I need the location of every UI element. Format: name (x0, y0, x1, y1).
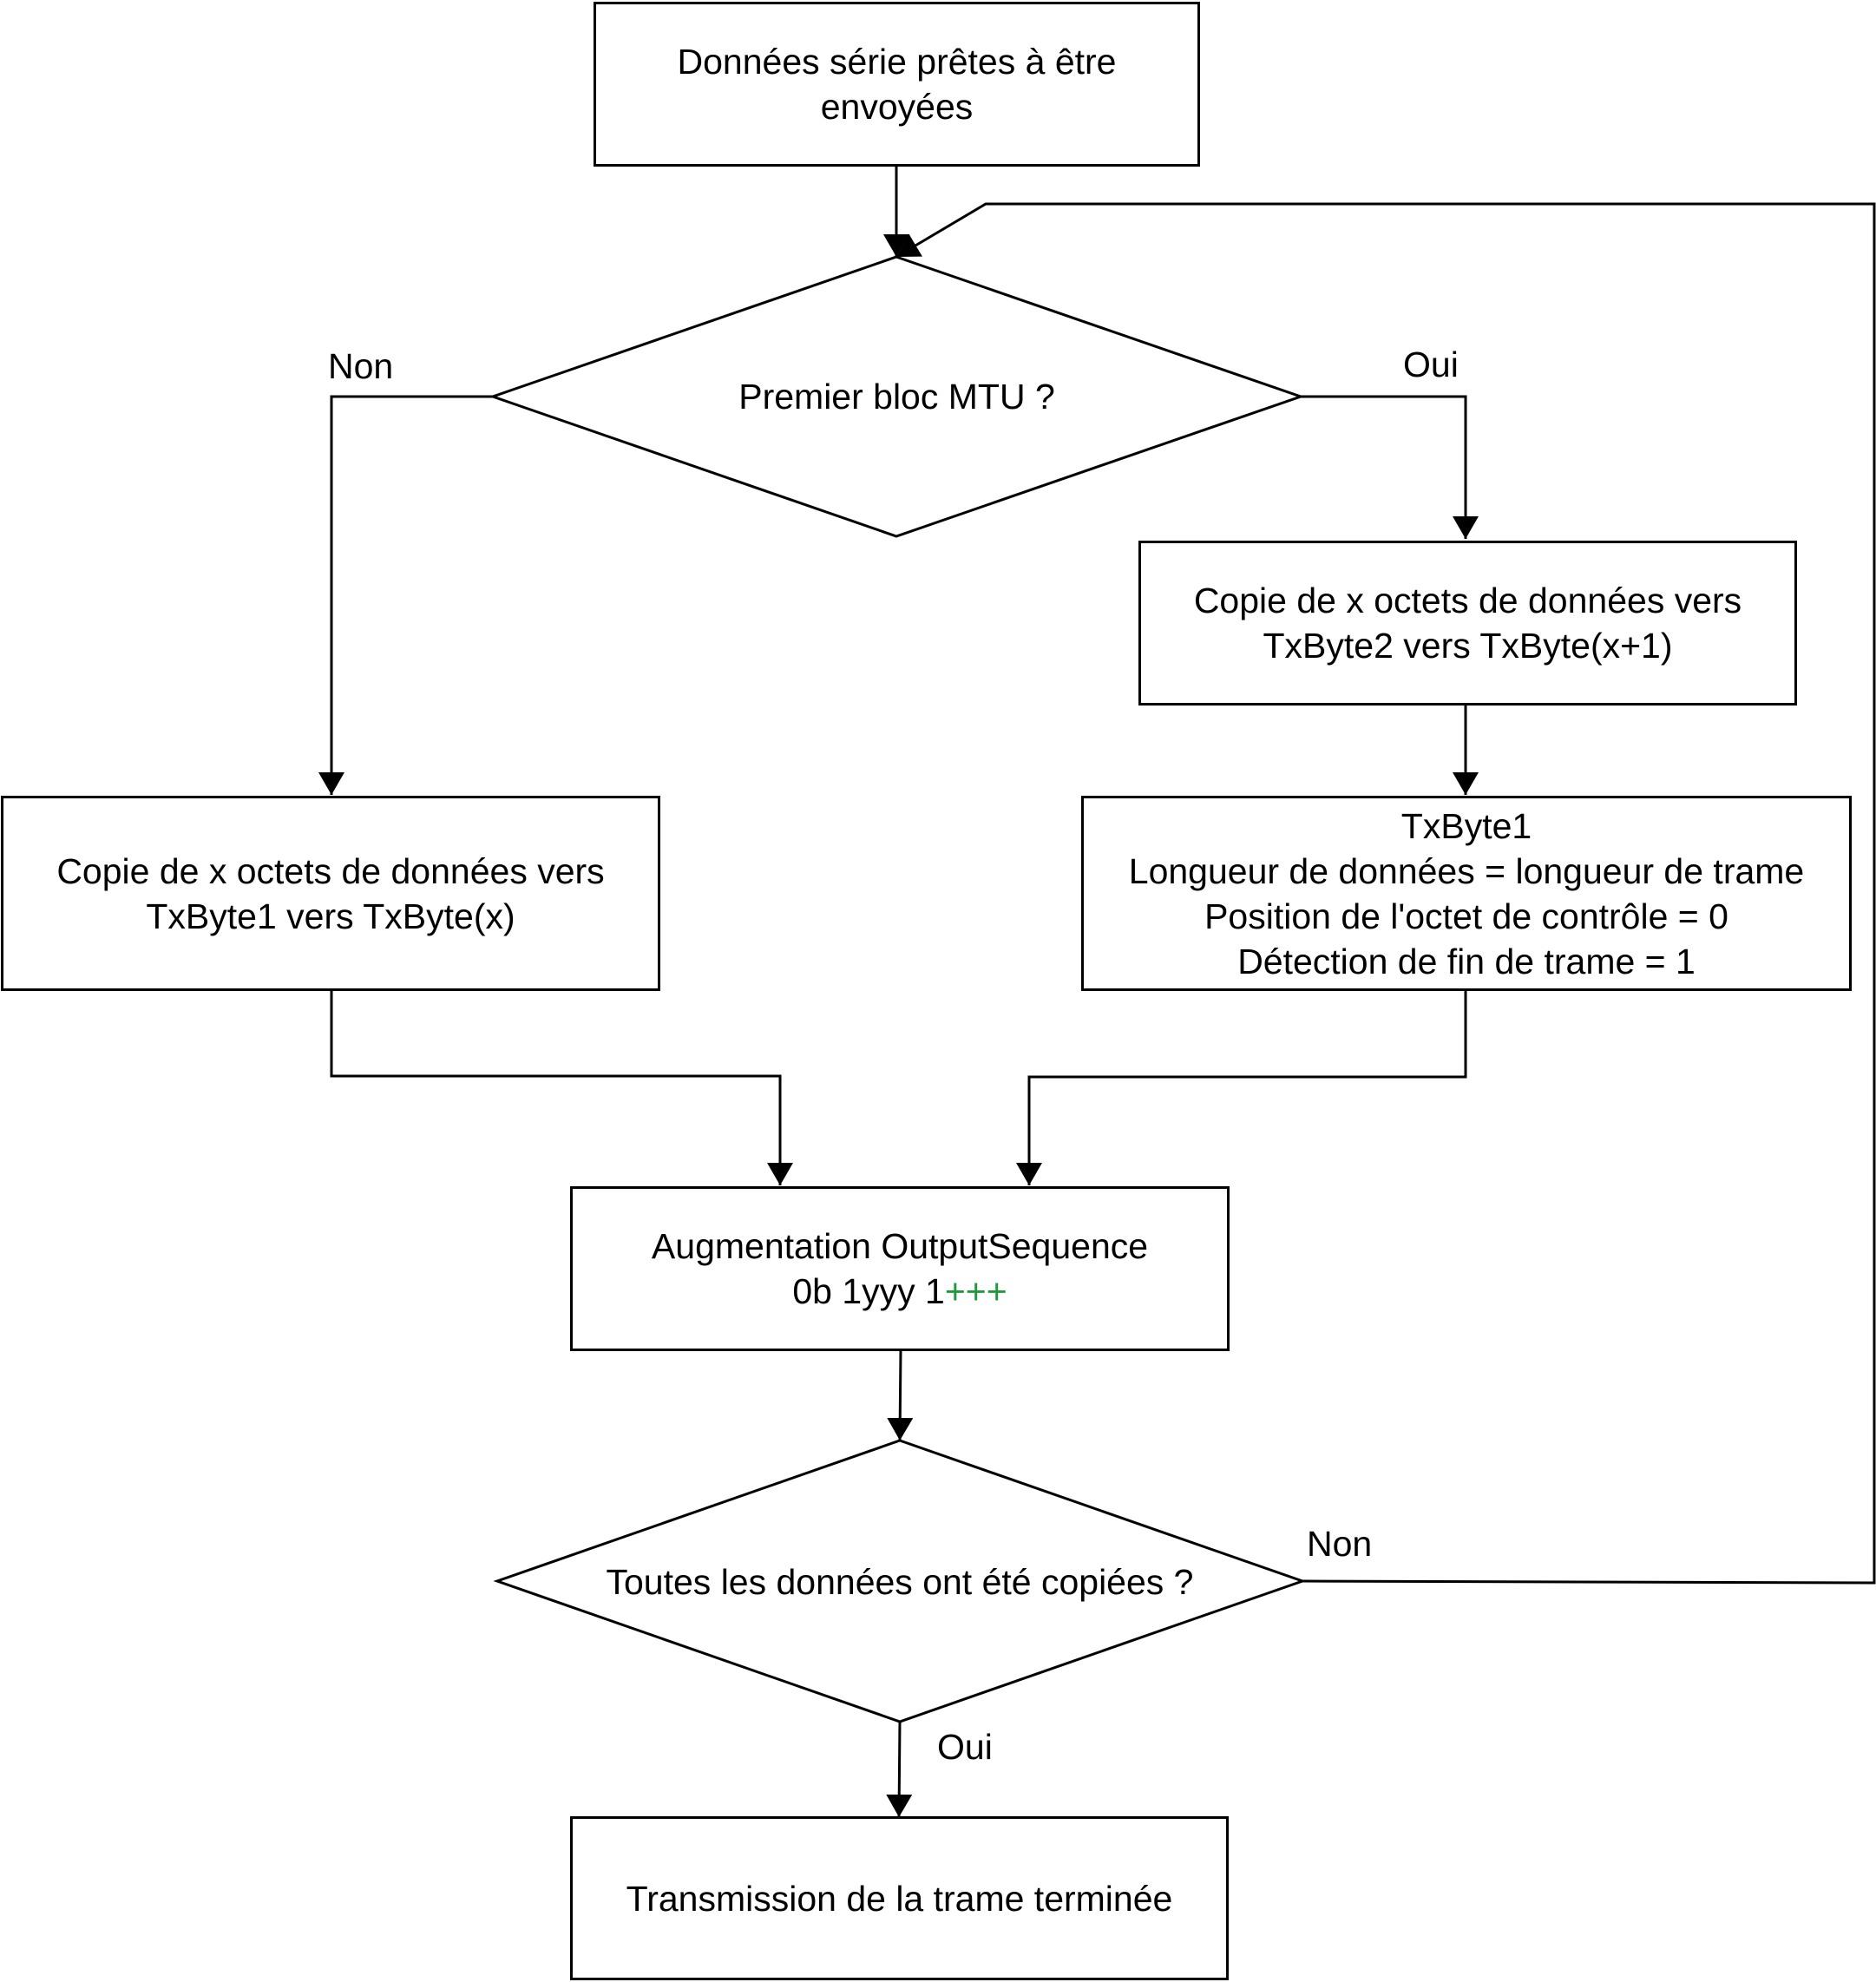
increment-line-1: Augmentation OutputSequence (651, 1226, 1149, 1266)
end-box: Transmission de la trame terminée (570, 1816, 1229, 1980)
start-line-1: Données série prêtes à être (677, 42, 1117, 82)
start-line-2: envoyées (820, 87, 974, 127)
end-text: Transmission de la trame terminée (626, 1878, 1173, 1919)
connector-first-block-yes (1301, 395, 1479, 539)
copy-other-line-1: Copie de x octets de données vers (56, 850, 605, 891)
connector-increment-to-decision (887, 1349, 914, 1441)
copy-first-box: Copie de x octets de données vers TxByte… (1138, 541, 1797, 706)
copy-other-line-2: TxByte1 vers TxByte(x) (146, 896, 515, 936)
txbyte1-setup-line-3: Position de l'octet de contrôle = 0 (1204, 896, 1728, 936)
increment-sequence: 0b 1yyy 1 (792, 1271, 945, 1311)
connector-copy-other-to-increment (330, 989, 793, 1185)
decision-all-copied-text: Toutes les données ont été copiées ? (606, 1561, 1194, 1602)
decision-first-block-shape (489, 255, 1305, 538)
label-first-block-no: Non (328, 346, 394, 386)
increment-line-2: 0b 1yyy 1+++ (792, 1269, 1007, 1314)
label-all-copied-no: Non (1307, 1524, 1373, 1564)
label-all-copied-yes: Oui (937, 1727, 993, 1767)
connector-all-copied-yes (886, 1721, 913, 1818)
txbyte1-setup-line-1: TxByte1 (1400, 805, 1532, 846)
start-box: Données série prêtes à être envoyées (594, 2, 1200, 167)
connector-all-copied-no-loop (895, 202, 1876, 1585)
copy-first-line-1: Copie de x octets de données vers (1193, 581, 1742, 620)
txbyte1-setup-box: TxByte1 Longueur de données = longueur d… (1081, 796, 1852, 991)
decision-first-block-text: Premier bloc MTU ? (738, 376, 1055, 417)
connector-first-block-no (318, 395, 493, 795)
connector-txbyte1-to-increment (1016, 989, 1467, 1185)
increment-plus-marks: +++ (944, 1271, 1007, 1311)
label-first-block-yes: Oui (1403, 345, 1459, 384)
txbyte1-setup-line-4: Détection de fin de trame = 1 (1237, 941, 1696, 981)
copy-first-line-2: TxByte2 vers TxByte(x+1) (1263, 626, 1673, 666)
increment-box: Augmentation OutputSequence 0b 1yyy 1+++ (570, 1186, 1230, 1351)
txbyte1-setup-line-2: Longueur de données = longueur de trame (1128, 850, 1805, 891)
copy-other-box: Copie de x octets de données vers TxByte… (1, 796, 660, 991)
